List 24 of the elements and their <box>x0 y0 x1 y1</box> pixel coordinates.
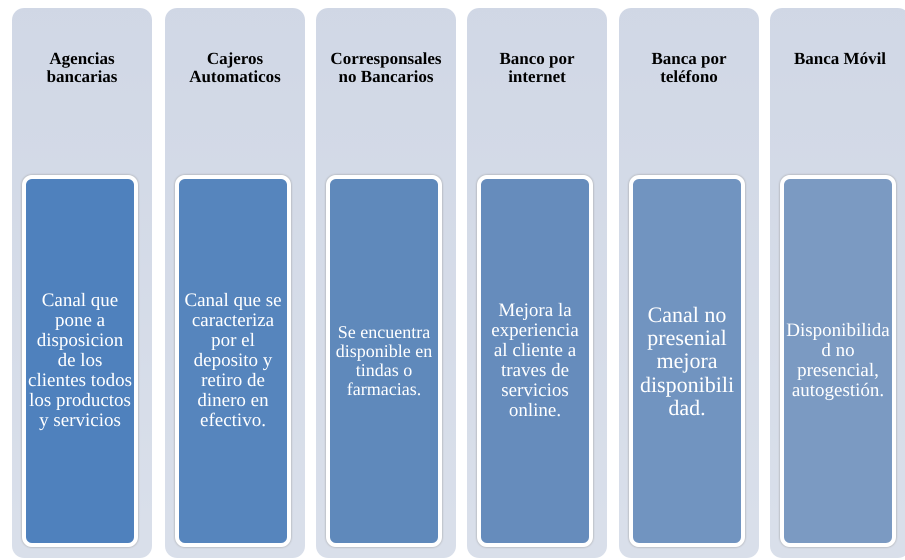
description-box <box>175 175 291 547</box>
description-text: Mejora la experiencia al cliente a traves de servicios online. <box>490 301 580 421</box>
column-heading: Corresponsales no Bancarios <box>329 50 443 88</box>
column-panel <box>619 8 759 558</box>
description-text: Se encuentra disponible en tindas o farmacias. <box>334 323 434 399</box>
description-box <box>629 175 745 547</box>
description-box <box>477 175 593 547</box>
description-box <box>326 175 442 547</box>
column-heading: Banca por teléfono <box>650 50 728 88</box>
description-box <box>22 175 138 547</box>
column-heading: Banca Móvil <box>792 50 888 70</box>
column-panel <box>316 8 456 558</box>
column-heading: Banco por internet <box>498 50 576 88</box>
column-heading: Agencias bancarias <box>46 50 118 88</box>
description-text: Canal que se caracteriza por el deposito y retiro de dinero en efectivo. <box>183 291 283 431</box>
column-panel <box>165 8 305 558</box>
column-panel <box>12 8 152 558</box>
column-heading: Cajeros Automaticos <box>188 50 282 88</box>
description-text: Canal que pone a disposicion de los clientes todos los productos y servicios <box>28 291 132 431</box>
description-text: Disponibilidad no presencial, autogestión. <box>786 321 890 401</box>
description-box <box>780 175 896 547</box>
description-text: Canal no presenial mejora disponibilidad. <box>638 303 736 419</box>
column-panel <box>770 8 905 558</box>
column-panel <box>467 8 607 558</box>
